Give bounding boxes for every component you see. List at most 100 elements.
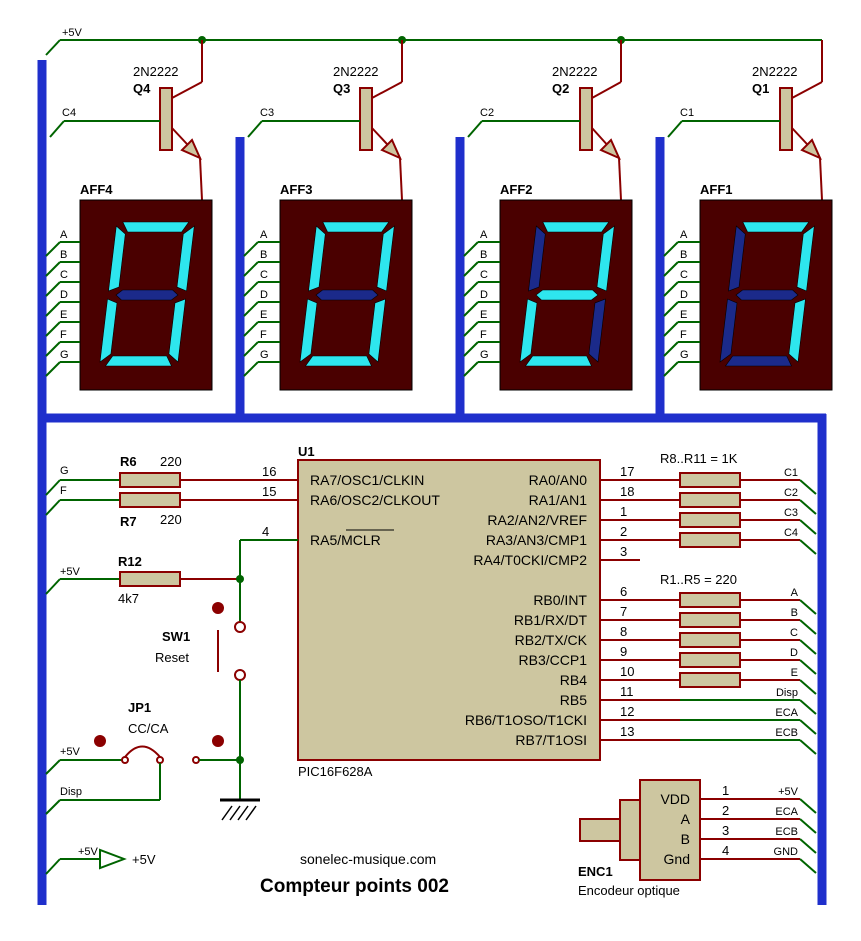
net-label: B [791,607,798,619]
pin-name: RA4/T0CKI/CMP2 [473,552,587,568]
bus-lines [37,60,827,905]
resistor-r7: F R7 220 [45,485,298,529]
base-net-label: C3 [260,107,274,119]
rail-net-label: +5V [62,27,83,39]
base-net-label: C1 [680,107,694,119]
resistor-ref: R7 [120,514,137,529]
segment-g [535,289,599,301]
segment-a [322,221,390,233]
pin-number: 10 [620,664,634,679]
pin-name: RB7/T1OSI [515,732,587,748]
base-net-label: C4 [62,107,76,119]
supply-rail: +5V [45,27,822,56]
base-net-label: C2 [480,107,494,119]
website-label: sonelec-musique.com [300,851,436,867]
segment-pin-label: D [60,289,68,301]
pin-number: 16 [262,464,276,479]
pin-name: RA0/AN0 [529,472,588,488]
pin-number: 9 [620,644,627,659]
encoder-pin-name: Gnd [664,851,690,867]
mcu-pins: 16RA7/OSC1/CLKIN15RA6/OSC2/CLKOUT4RA5/MC… [250,464,680,748]
segment-e [299,298,318,363]
segment-d [104,355,172,367]
resistor-group-c-label: R8..R11 = 1K [660,451,738,466]
pin-number: 1 [620,504,627,519]
segment-f [308,225,326,292]
transistor-ref: Q1 [752,81,769,96]
segment-pin-label: F [60,329,67,341]
display-ref: AFF2 [500,182,533,197]
encoder-pin-number: 4 [722,843,729,858]
display-ref: AFF1 [700,182,733,197]
transistor-ref: Q3 [333,81,350,96]
transistor-model: 2N2222 [752,64,798,79]
segment-e [719,298,738,363]
switch-name: Reset [155,650,189,665]
segment-e [99,298,118,363]
segment-pin-label: E [480,309,487,321]
segment-pin-label: B [480,249,487,261]
microcontroller-u1: U1 PIC16F628A 16RA7/OSC1/CLKIN15RA6/OSC2… [250,444,680,779]
transistor-model: 2N2222 [333,64,379,79]
net-label: Disp [60,786,82,798]
segment-pin-label: A [60,229,68,241]
transistor-q1: C1 2N2222 Q1 [667,40,823,201]
net-label: ECA [775,707,798,719]
pin-name: RB4 [560,672,587,688]
pin-name: RB5 [560,692,587,708]
pin-number: 4 [262,524,269,539]
segment-pin-label: C [260,269,268,281]
pin-number: 12 [620,704,634,719]
pin-number: 2 [620,524,627,539]
segment-pin-label: C [60,269,68,281]
segment-f [108,225,126,292]
pin-number: 13 [620,724,634,739]
encoder-pin-number: 2 [722,803,729,818]
segment-g [315,289,379,301]
pin-number: 17 [620,464,634,479]
seven-segment-displays: AFF4ABCDEFGAFF3ABCDEFGAFF2ABCDEFGAFF1ABC… [45,182,833,391]
segment-c [588,298,606,363]
display-ref: AFF4 [80,182,113,197]
segment-c [788,298,806,363]
pin-name: RB0/INT [533,592,587,608]
pin-number: 18 [620,484,634,499]
pin-name: RA6/OSC2/CLKOUT [310,492,440,508]
net-label: +5V [778,786,799,798]
segment-g [735,289,799,301]
resistor-value: 4k7 [118,591,139,606]
encoder-name: Encodeur optique [578,883,680,898]
segment-a [742,221,810,233]
resistor-r12: +5V R12 4k7 [45,554,240,606]
pin-number: 15 [262,484,276,499]
encoder-pin-number: 1 [722,783,729,798]
transistor-model: 2N2222 [133,64,179,79]
transistor-q4: C4 2N2222 Q4 [49,40,203,201]
resistor-r6: G R6 220 [45,454,298,496]
segment-pin-label: A [260,229,268,241]
segment-pin-label: F [480,329,487,341]
segment-pin-label: D [260,289,268,301]
segment-pin-label: G [60,349,69,361]
segment-pin-label: G [480,349,489,361]
net-label: C3 [784,507,798,519]
segment-d [304,355,372,367]
net-label: E [791,667,798,679]
pin-name: RB1/RX/DT [514,612,588,628]
segment-pin-label: D [480,289,488,301]
net-label: G [60,465,69,477]
encoder-ref: ENC1 [578,864,613,879]
encoder-pin-name: A [681,811,691,827]
segment-pin-label: B [680,249,687,261]
transistor-model: 2N2222 [552,64,598,79]
segment-b [596,225,615,292]
segment-pin-label: G [680,349,689,361]
jumper-ref: JP1 [128,700,151,715]
segment-b [176,225,195,292]
pin-name: RA2/AN2/VREF [487,512,587,528]
resistor-value: 220 [160,512,182,527]
resistor-ref: R12 [118,554,142,569]
encoder-pin-number: 3 [722,823,729,838]
